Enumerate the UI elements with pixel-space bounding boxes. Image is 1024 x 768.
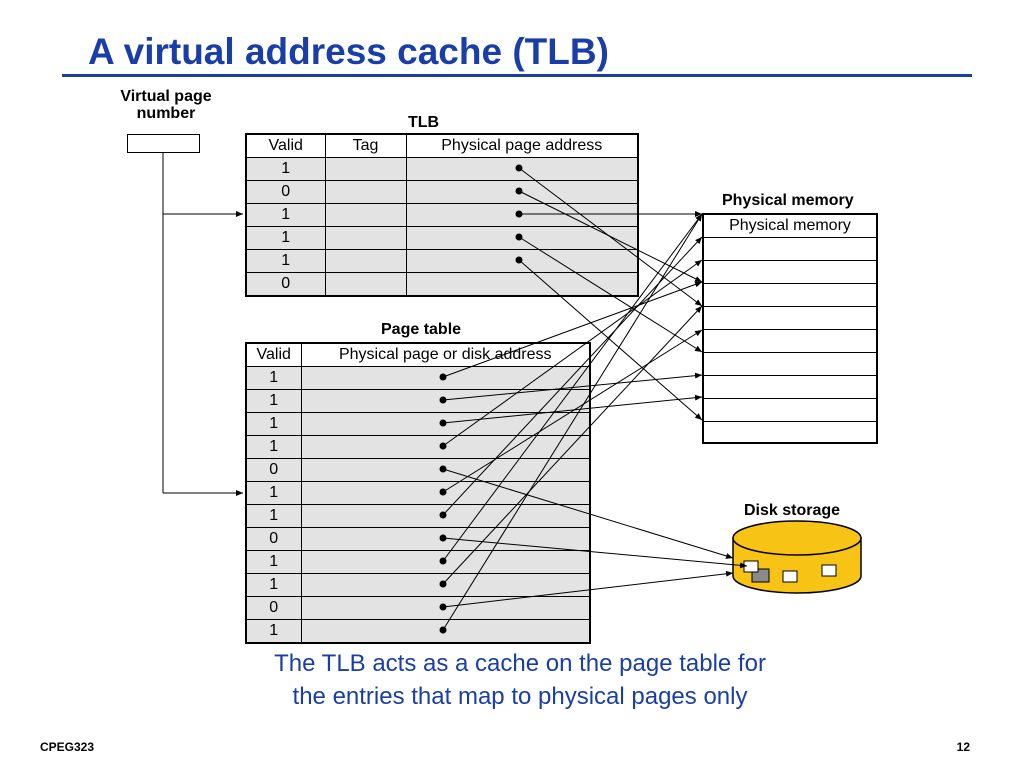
page-table-valid-bit: 0 xyxy=(245,527,302,551)
page-table-address-cell xyxy=(300,389,591,413)
tlb-tag-cell xyxy=(324,249,407,273)
page-table-address-cell xyxy=(300,619,591,644)
tlb-address-cell xyxy=(405,180,639,204)
page-table-row: 1 xyxy=(245,435,591,459)
page-table-address-cell xyxy=(300,412,591,436)
tlb-tag-cell xyxy=(324,180,407,204)
page-table-valid-bit: 1 xyxy=(245,481,302,505)
page-table-valid-bit: 1 xyxy=(245,435,302,459)
page-table-row: 0 xyxy=(245,596,591,620)
page-table-row: 1 xyxy=(245,504,591,528)
tlb-row: 1 xyxy=(245,249,639,273)
page-table-valid-bit: 1 xyxy=(245,504,302,528)
title-underline xyxy=(62,74,972,77)
physical-memory-page xyxy=(704,307,876,330)
page-table-row: 1 xyxy=(245,412,591,436)
tlb-address-cell xyxy=(405,249,639,273)
page-table-row: 0 xyxy=(245,458,591,482)
physical-memory-title: Physical memory xyxy=(722,192,854,209)
tlb-valid-bit: 1 xyxy=(245,203,326,227)
tlb-row: 0 xyxy=(245,180,639,204)
tlb-table: Valid Tag Physical page address 1 0 1 1 … xyxy=(245,133,639,297)
tlb-valid-bit: 1 xyxy=(245,157,326,181)
page-table-address-cell xyxy=(300,481,591,505)
page-table-valid-bit: 0 xyxy=(245,458,302,482)
tlb-tag-cell xyxy=(324,226,407,250)
disk-storage-title: Disk storage xyxy=(744,502,841,519)
physical-memory-page xyxy=(704,399,876,422)
page-table-row: 1 xyxy=(245,366,591,390)
page-table-address-cell xyxy=(300,527,591,551)
tlb-row: 1 xyxy=(245,203,639,227)
page-table-row: 1 xyxy=(245,389,591,413)
physical-memory-page xyxy=(704,422,876,445)
tlb-tag-cell xyxy=(324,203,407,227)
tlb-header-row: Valid Tag Physical page address xyxy=(245,133,639,158)
tlb-tag-cell xyxy=(324,272,407,297)
caption-line-1: The TLB acts as a cache on the page tabl… xyxy=(274,650,766,677)
page-table-title: Page table xyxy=(381,321,462,338)
page-table-valid-bit: 1 xyxy=(245,389,302,413)
page-table-address-cell xyxy=(300,435,591,459)
virtual-page-label-line1: Virtual page xyxy=(120,88,212,105)
tlb-header-valid: Valid xyxy=(245,133,326,158)
page-table-row: 1 xyxy=(245,550,591,574)
page-table-address-cell xyxy=(300,573,591,597)
course-code: CPEG323 xyxy=(40,740,95,754)
tlb-row: 0 xyxy=(245,272,639,297)
tlb-address-cell xyxy=(405,157,639,181)
tlb-header-physical-page-address: Physical page address xyxy=(405,133,639,158)
page-table-valid-bit: 1 xyxy=(245,573,302,597)
tlb-header-tag: Tag xyxy=(324,133,407,158)
page-table-row: 0 xyxy=(245,527,591,551)
page-table-valid-bit: 1 xyxy=(245,550,302,574)
physical-memory-page xyxy=(704,353,876,376)
page-table-header-address: Physical page or disk address xyxy=(300,342,591,367)
physical-memory-page xyxy=(704,284,876,307)
page-table-address-cell xyxy=(300,366,591,390)
page-table-address-cell xyxy=(300,596,591,620)
tlb-row: 1 xyxy=(245,157,639,181)
page-table-header-row: Valid Physical page or disk address xyxy=(245,342,591,367)
virtual-page-label-line2: number xyxy=(136,105,196,122)
virtual-page-number-box xyxy=(127,134,200,153)
page-number: 12 xyxy=(956,740,970,754)
slide-title: A virtual address cache (TLB) xyxy=(88,31,609,72)
page-table-address-cell xyxy=(300,458,591,482)
physical-memory-page xyxy=(704,261,876,284)
page-table-valid-bit: 1 xyxy=(245,412,302,436)
page-table-address-cell xyxy=(300,550,591,574)
tlb-address-cell xyxy=(405,203,639,227)
physical-memory-header-cell: Physical memory xyxy=(704,215,876,238)
page-table-address-cell xyxy=(300,504,591,528)
tlb-valid-bit: 0 xyxy=(245,272,326,297)
tlb-address-cell xyxy=(405,272,639,297)
physical-memory-page xyxy=(704,376,876,399)
physical-memory-page xyxy=(704,238,876,261)
tlb-title: TLB xyxy=(408,114,440,131)
tlb-tag-cell xyxy=(324,157,407,181)
tlb-row: 1 xyxy=(245,226,639,250)
physical-memory-page xyxy=(704,330,876,353)
page-table: Valid Physical page or disk address 1 1 … xyxy=(245,342,591,644)
tlb-address-cell xyxy=(405,226,639,250)
page-table-valid-bit: 0 xyxy=(245,596,302,620)
caption-line-2: the entries that map to physical pages o… xyxy=(292,683,748,710)
page-table-row: 1 xyxy=(245,573,591,597)
page-table-header-valid: Valid xyxy=(245,342,302,367)
tlb-valid-bit: 1 xyxy=(245,226,326,250)
disk-storage-icon xyxy=(732,520,862,594)
virtual-page-routing xyxy=(162,153,243,496)
tlb-valid-bit: 1 xyxy=(245,249,326,273)
slide-caption: The TLB acts as a cache on the page tabl… xyxy=(180,647,860,713)
virtual-page-number-label: Virtual page number xyxy=(104,88,228,122)
physical-memory-block: Physical memory xyxy=(702,213,878,444)
page-table-valid-bit: 1 xyxy=(245,619,302,644)
tlb-valid-bit: 0 xyxy=(245,180,326,204)
page-table-valid-bit: 1 xyxy=(245,366,302,390)
page-table-row: 1 xyxy=(245,619,591,644)
page-table-row: 1 xyxy=(245,481,591,505)
